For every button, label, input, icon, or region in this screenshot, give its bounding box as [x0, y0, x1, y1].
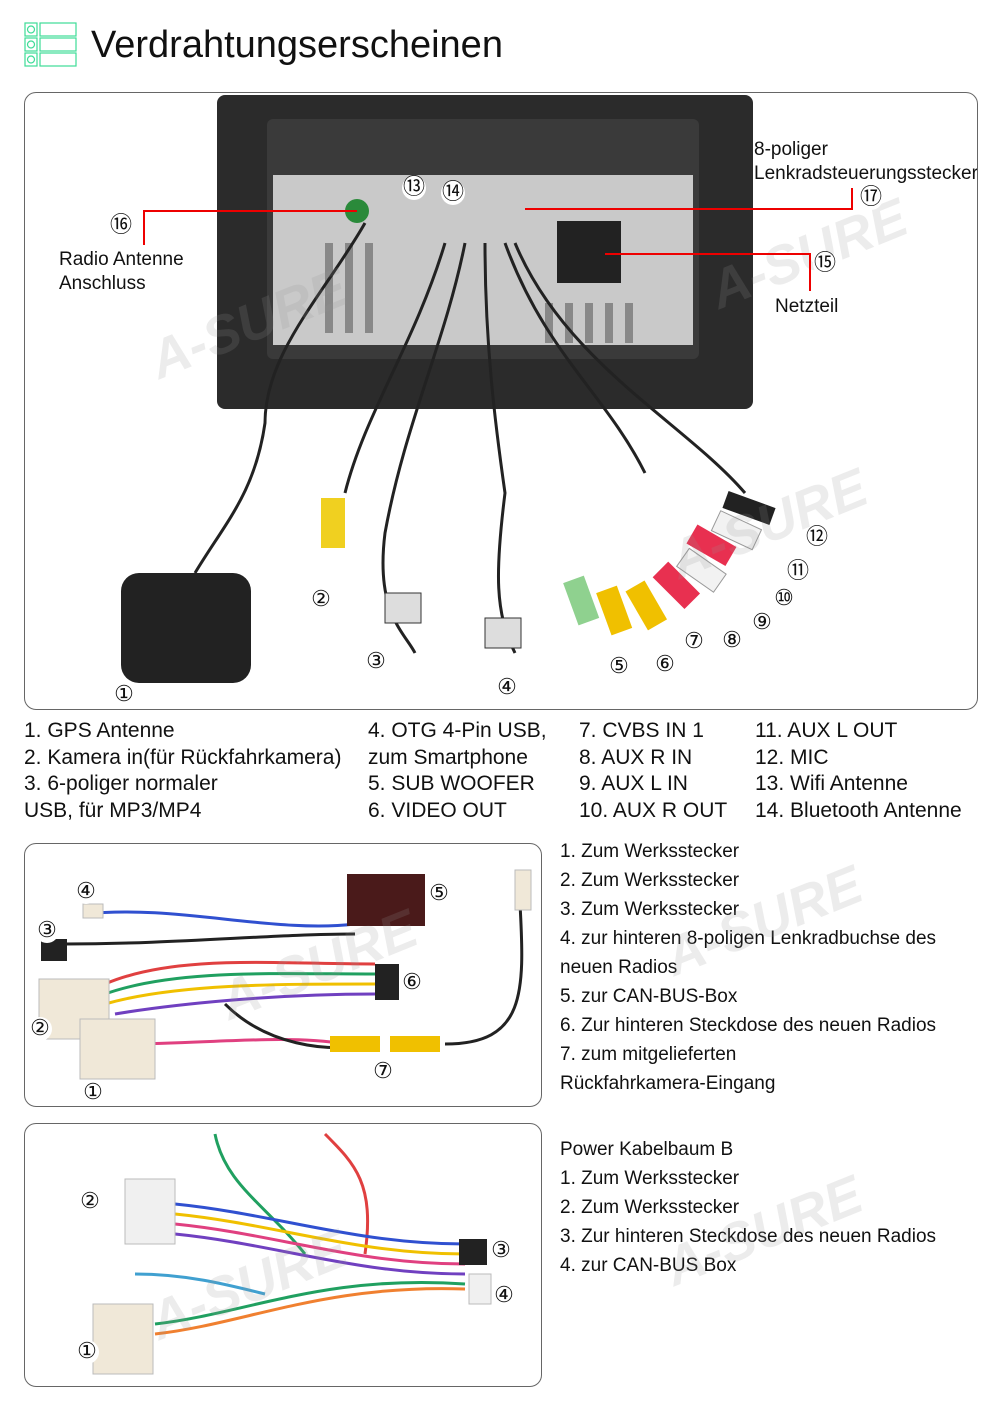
legend-item: 7. CVBS IN 1 [579, 719, 704, 742]
legend-col-1: 1. GPS Antenne 2. Kamera in(für Rückfahr… [24, 718, 341, 824]
callout-7: ⑦ [371, 1060, 395, 1084]
head-unit-photo [121, 95, 776, 683]
callout-17: ⑰ [859, 184, 883, 210]
callout-2: ② [78, 1190, 102, 1214]
callout-1: ① [75, 1340, 99, 1364]
description-line: 1. Zum Werksstecker [560, 1168, 740, 1189]
legend-item: 8. AUX R IN [579, 745, 693, 769]
legend-item: 4. OTG 4-Pin USB, [368, 719, 547, 742]
callout-3: ③ [489, 1239, 513, 1263]
callout-line [605, 253, 810, 255]
legend-item: 14. Bluetooth Antenne [755, 798, 962, 822]
legend-item: 11. AUX L OUT [755, 719, 898, 742]
legend-item: USB, für MP3/MP4 [24, 798, 202, 822]
callout-15: ⑮ [813, 250, 837, 276]
callout-4: ④ [74, 880, 98, 904]
legend-item: zum Smartphone [368, 745, 528, 769]
legend-item: 6. VIDEO OUT [368, 798, 507, 822]
harness-a-description: 1. Zum Werksstecker 2. Zum Werksstecker … [560, 837, 936, 1098]
legend-item: 12. MIC [755, 745, 829, 769]
head-unit-back-panel: A-SURE A-SURE A-SURE Radio Antenne Ansch… [24, 92, 978, 710]
description-line: neuen Radios [560, 957, 678, 978]
callout-4: ④ [492, 1284, 516, 1308]
legend-item: 1. GPS Antenne [24, 719, 175, 742]
harness-b-photo [92, 1132, 492, 1375]
callout-1: ① [112, 683, 136, 707]
callout-line [809, 253, 811, 291]
callout-line [525, 208, 851, 210]
description-line: 7. zum mitgelieferten [560, 1044, 737, 1065]
legend-item: 10. AUX R OUT [579, 798, 728, 822]
label-radio-1: Radio Antenne [59, 249, 184, 270]
callout-16: ⑯ [109, 212, 133, 238]
callout-4: ④ [495, 676, 519, 700]
description-line: 4. zur CAN-BUS Box [560, 1255, 737, 1276]
callout-11: ⑪ [786, 558, 810, 584]
description-line: 5. zur CAN-BUS-Box [560, 986, 738, 1007]
legend-item: 5. SUB WOOFER [368, 772, 535, 795]
callout-2: ② [28, 1017, 52, 1041]
callout-line [851, 188, 853, 210]
callout-5: ⑤ [427, 882, 451, 906]
callout-13: ⑬ [402, 174, 426, 200]
description-line: 3. Zum Werksstecker [560, 899, 740, 920]
callout-9: ⑨ [750, 611, 774, 635]
list-icon [24, 22, 78, 68]
callout-line [143, 210, 145, 245]
legend-item: 3. 6-poliger normaler [24, 772, 218, 795]
callout-3: ③ [35, 919, 59, 943]
label-power: Netzteil [775, 296, 839, 317]
description-line: 1. Zum Werksstecker [560, 841, 740, 862]
harness-a-panel: A-SURE ① ② ③ ④ ⑤ ⑥ ⑦ [24, 843, 542, 1107]
description-line: 3. Zur hinteren Steckdose des neuen Radi… [560, 1226, 937, 1247]
callout-12: ⑫ [805, 524, 829, 550]
legend-item: 2. Kamera in(für Rückfahrkamera) [24, 745, 342, 769]
harness-b-description: Power Kabelbaum B 1. Zum Werksstecker 2.… [560, 1135, 936, 1280]
legend-item: 13. Wifi Antenne [755, 772, 908, 795]
callout-10: ⑩ [772, 587, 796, 611]
harness-a-photo [38, 869, 532, 1080]
label-radio-2: Anschluss [59, 273, 146, 294]
description-line: 6. Zur hinteren Steckdose des neuen Radi… [560, 1015, 937, 1036]
callout-8: ⑧ [720, 629, 744, 653]
label-steering-1: 8-poliger [754, 139, 828, 160]
callout-1: ① [81, 1081, 105, 1105]
description-line: 4. zur hinteren 8-poligen Lenkradbuchse … [560, 928, 937, 949]
legend-col-2: 4. OTG 4-Pin USB, zum Smartphone 5. SUB … [368, 718, 547, 824]
legend-col-3: 7. CVBS IN 1 8. AUX R IN 9. AUX L IN 10.… [579, 718, 727, 824]
callout-line [143, 210, 357, 212]
description-line: 2. Zum Werksstecker [560, 870, 740, 891]
description-line: Rückfahrkamera-Eingang [560, 1073, 776, 1094]
description-line: Power Kabelbaum B [560, 1139, 734, 1160]
legend-col-4: 11. AUX L OUT 12. MIC 13. Wifi Antenne 1… [755, 718, 962, 824]
description-line: 2. Zum Werksstecker [560, 1197, 740, 1218]
label-steering-2: Lenkradsteuerungsstecker [754, 163, 978, 184]
legend-item: 9. AUX L IN [579, 772, 688, 795]
harness-b-panel: A-SURE ① ② ③ ④ [24, 1123, 542, 1387]
callout-7: ⑦ [682, 630, 706, 654]
callout-3: ③ [364, 650, 388, 674]
callout-6: ⑥ [653, 653, 677, 677]
callout-5: ⑤ [607, 655, 631, 679]
page-title: Verdrahtungserscheinen [91, 24, 503, 66]
callout-14: ⑭ [441, 179, 465, 205]
callout-6: ⑥ [400, 971, 424, 995]
callout-2: ② [309, 588, 333, 612]
